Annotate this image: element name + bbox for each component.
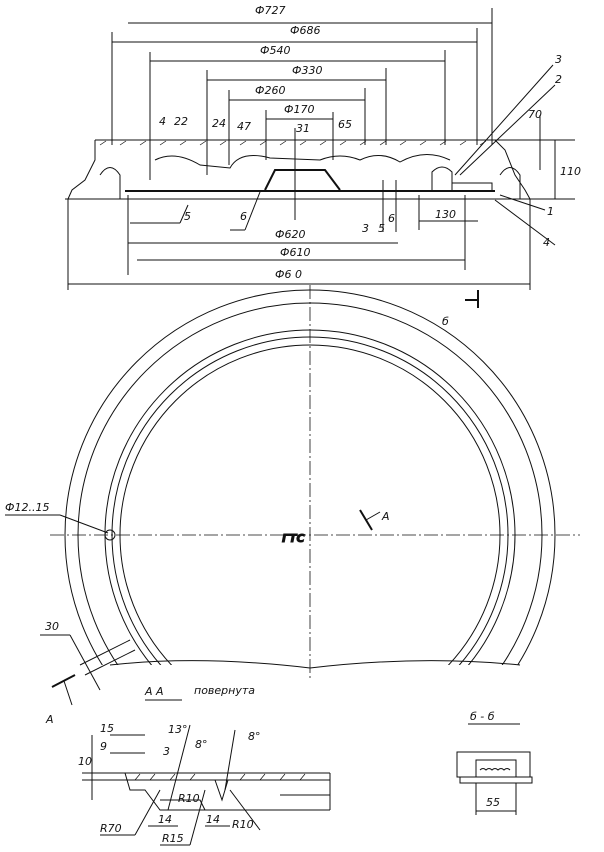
callout-3: 3 [555, 53, 562, 66]
angle-8b: 8° [248, 730, 261, 743]
dim-30: 30 [45, 620, 59, 633]
plan-view: б Ф12..15 ГТС А 30 А [5, 285, 580, 726]
dim-overall-bottom: Ф6 0 [275, 268, 302, 281]
callout-4: 4 [543, 236, 550, 249]
dim-24: 24 [212, 117, 226, 130]
section-aa: А А повернута 15 9 10 13° 8° 8° R70 R10 … [78, 684, 331, 846]
dim-70: 70 [528, 108, 542, 121]
dim-540: Ф540 [260, 44, 290, 57]
view-mark-a: А [381, 510, 390, 523]
callout-1: 1 [547, 205, 554, 218]
dim-3-small: 3 [163, 745, 170, 758]
dim-10: 10 [78, 755, 92, 768]
section-mark-b: б [442, 315, 449, 328]
hole-label: Ф12..15 [5, 501, 49, 514]
dim-15: 15 [100, 722, 114, 735]
section-bb-title: б - б [470, 710, 495, 723]
dim-110: 110 [560, 165, 581, 178]
dim-65: 65 [338, 118, 352, 131]
radius-10a: R10 [178, 792, 200, 805]
radius-15: R15 [162, 832, 184, 845]
logo-text: ГТС [282, 532, 305, 545]
callout-2: 2 [555, 73, 562, 86]
mounting-hole [104, 529, 116, 541]
dim-31: 31 [296, 122, 310, 135]
section-mark-a: А [45, 713, 54, 726]
dim-55: 55 [486, 796, 500, 809]
dim-330: Ф330 [292, 64, 322, 77]
radius-10b: R10 [232, 818, 254, 831]
dim-47: 47 [237, 120, 251, 133]
dim-14b: 14 [206, 813, 220, 826]
section-bb: б - б 55 [456, 710, 533, 815]
section-aa-title: А А [144, 685, 164, 698]
dim-620: Ф620 [275, 228, 305, 241]
dim-22: 22 [174, 115, 188, 128]
dim-4: 4 [159, 115, 166, 128]
dim-610: Ф610 [280, 246, 310, 259]
dim-9: 9 [100, 740, 107, 753]
elevation-view: Ф727 Ф686 Ф540 Ф330 Ф260 Ф170 [65, 4, 581, 290]
dim-686: Ф686 [290, 24, 320, 37]
dim-260: Ф260 [255, 84, 285, 97]
dim-170: Ф170 [284, 103, 314, 116]
angle-8a: 8° [195, 738, 208, 751]
dim-727: Ф727 [255, 4, 285, 17]
dim-3: 3 [362, 222, 369, 235]
dim-14a: 14 [158, 813, 172, 826]
dim-6: 6 [388, 212, 395, 225]
section-aa-note: повернута [194, 684, 255, 697]
callout-5: 5 [184, 210, 191, 223]
callout-6: 6 [240, 210, 247, 223]
angle-13: 13° [168, 723, 188, 736]
dim-130: 130 [435, 208, 456, 221]
dim-5: 5 [378, 222, 385, 235]
radius-70: R70 [100, 822, 122, 835]
